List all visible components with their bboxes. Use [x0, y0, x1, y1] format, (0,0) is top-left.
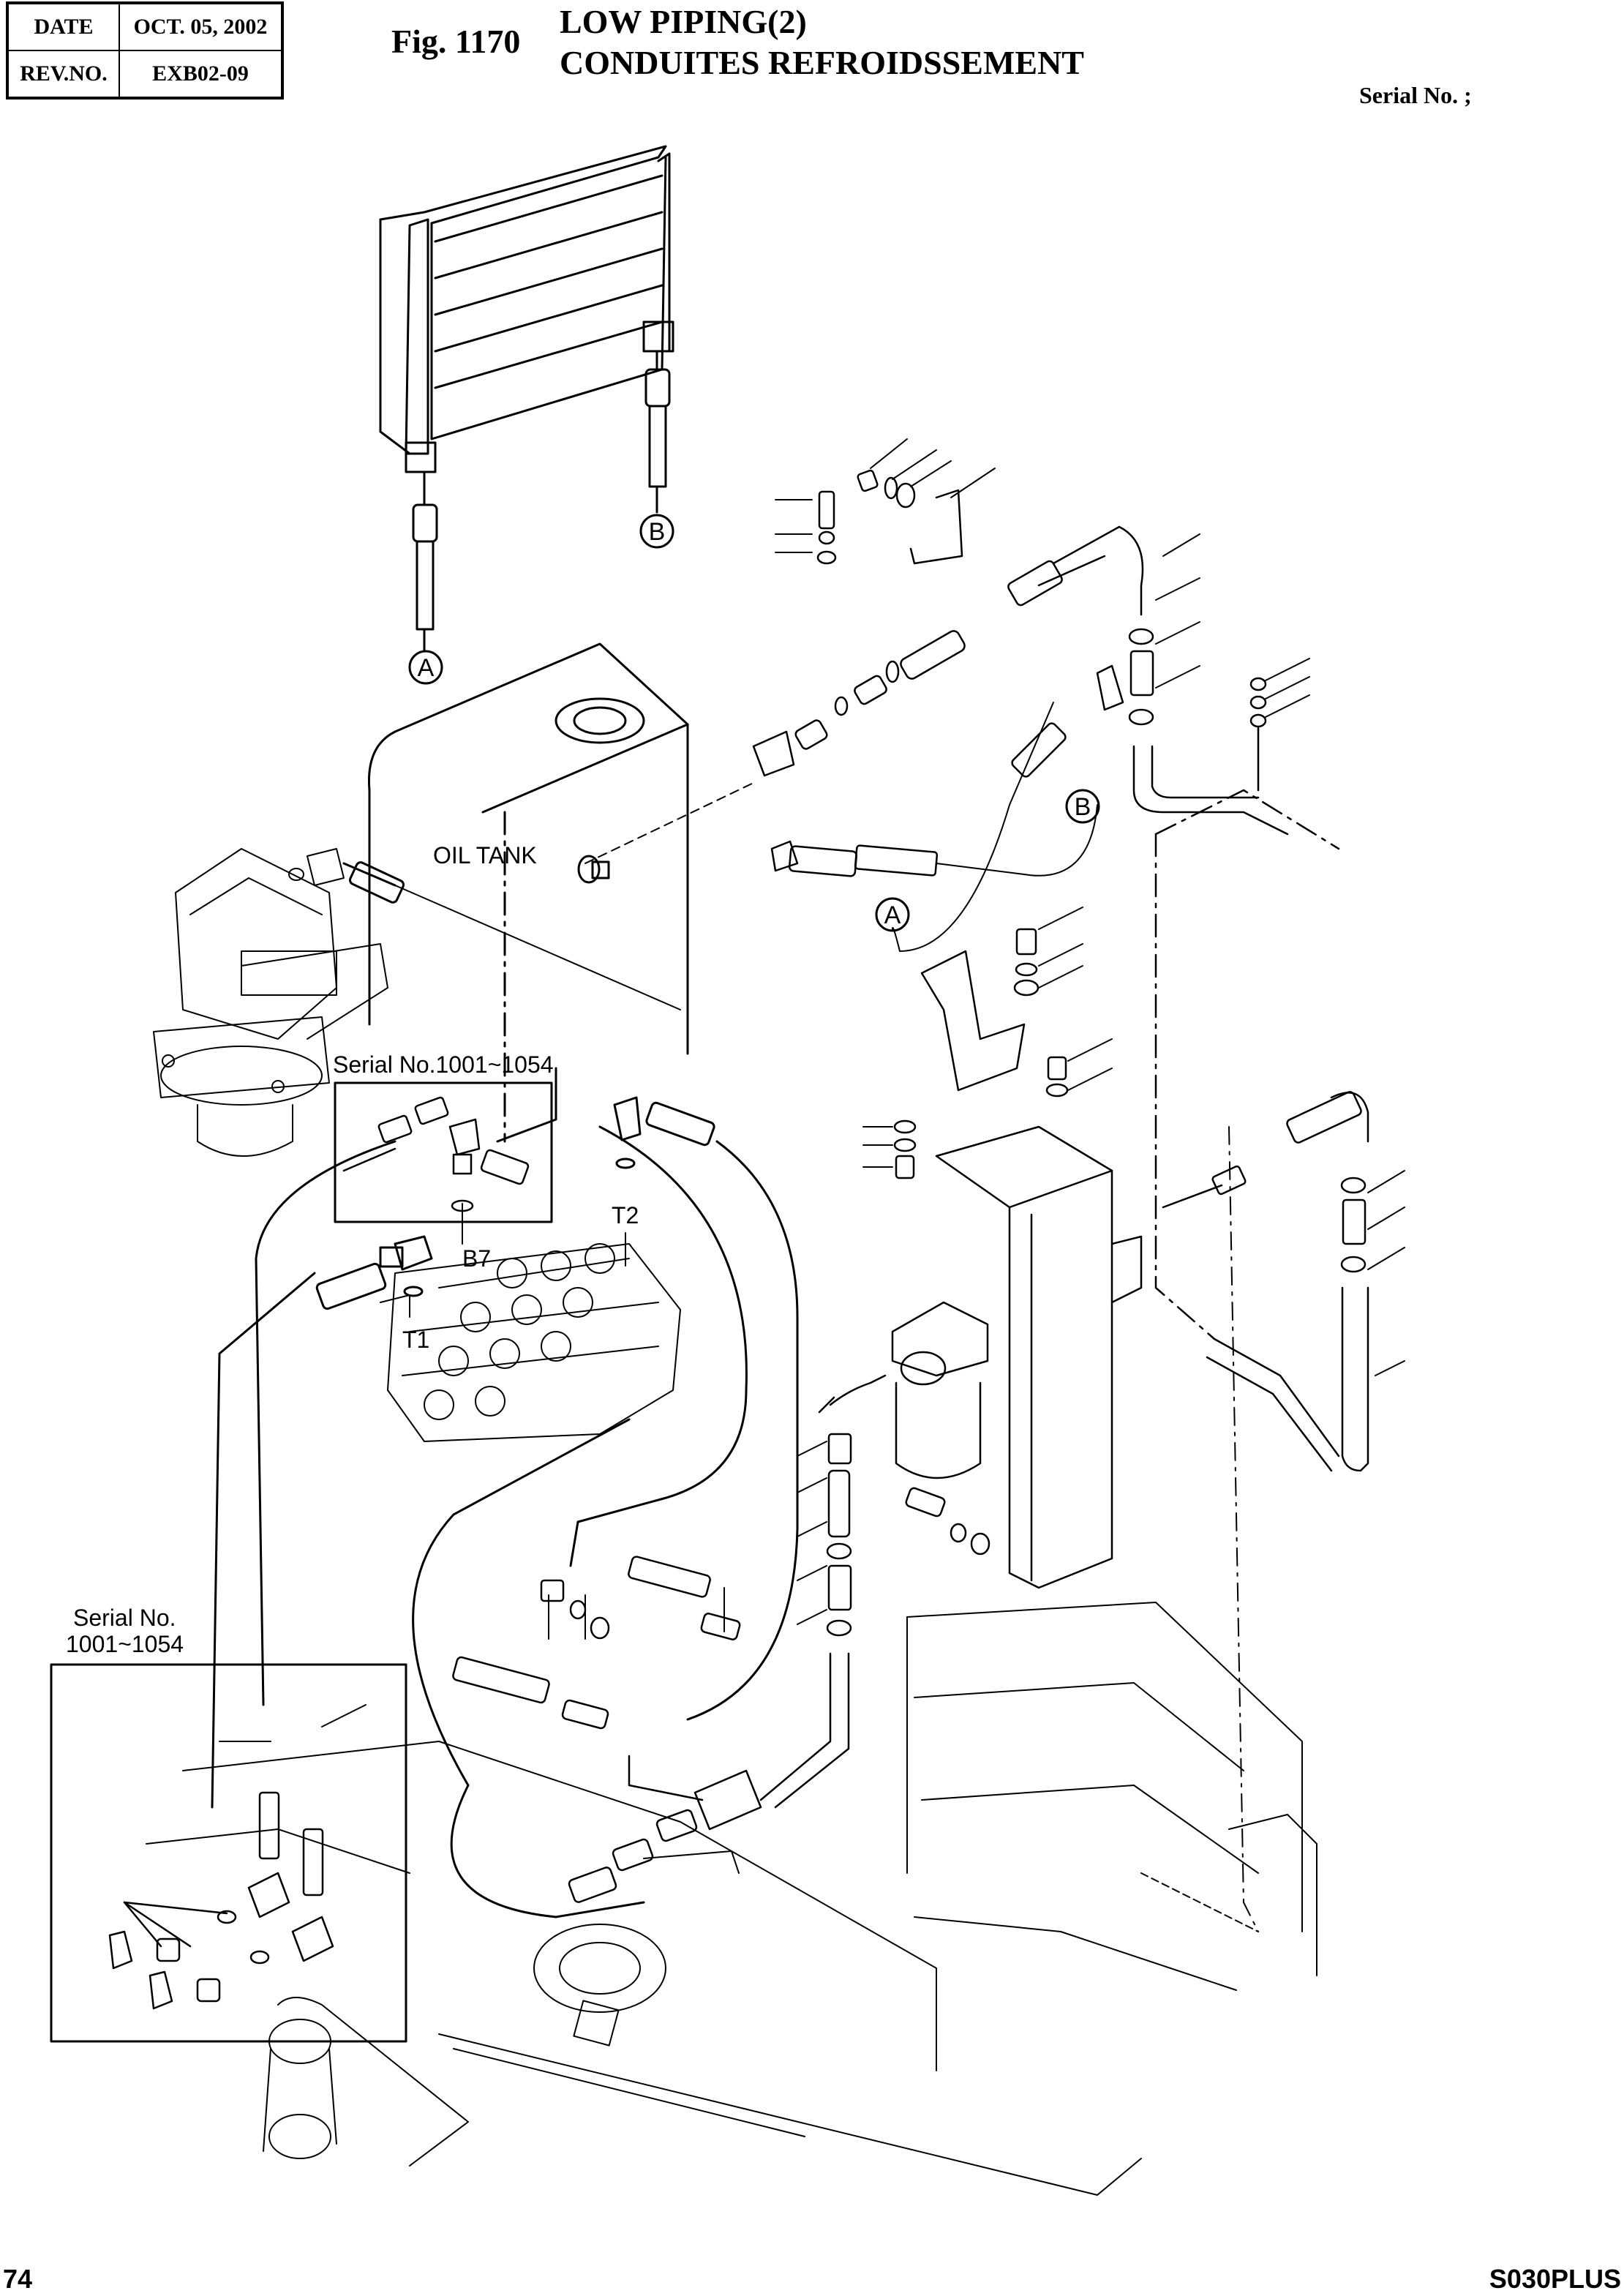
- serial-inset-box: [334, 1081, 553, 1223]
- page-number: 74: [3, 2264, 33, 2294]
- drain-plug: [577, 855, 610, 884]
- title-line-english: LOW PIPING(2): [560, 3, 807, 40]
- port-t1-label: T1: [402, 1327, 429, 1353]
- serial-bottom-box: [50, 1663, 407, 2043]
- lower-center-fittings: [452, 1556, 762, 1903]
- inset-fittings: [342, 1096, 530, 1212]
- bottom-inset-fittings: [108, 1791, 334, 2010]
- filter-bracket: [893, 928, 1143, 1589]
- rev-label: REV.NO.: [7, 50, 120, 99]
- revision-table: DATE OCT. 05, 2002 REV.NO. EXB02-09: [6, 1, 284, 100]
- port-t2-label: T2: [612, 1202, 639, 1228]
- title-line-french: CONDUITES REFROIDSSEMENT: [560, 44, 1084, 81]
- serial-bottom-label-line2: 1001~1054: [66, 1631, 184, 1657]
- serial-inset-label: Serial No.1001~1054: [333, 1051, 554, 1078]
- oil-cooler: [379, 145, 674, 653]
- page-title: LOW PIPING(2) CONDUITES REFROIDSSEMENT: [560, 1, 1084, 83]
- figure-number: Fig. 1170: [391, 23, 521, 60]
- callout-b-label: B: [649, 518, 666, 546]
- frame-structure: [146, 1741, 1142, 2196]
- cooler-return-pipe: [1154, 789, 1369, 1472]
- callout-b-top: B: [639, 514, 674, 549]
- callout-b-right: B: [1065, 789, 1100, 824]
- date-value: OCT. 05, 2002: [119, 2, 283, 51]
- control-valve: [380, 1243, 681, 1442]
- callout-a-top: A: [408, 650, 443, 685]
- oil-filter: [818, 1301, 989, 1479]
- date-label: DATE: [7, 2, 120, 51]
- callout-a-right-label: A: [884, 901, 901, 929]
- callout-b-right-label: B: [1075, 793, 1091, 821]
- oil-tank-label: OIL TANK: [433, 842, 537, 868]
- serial-bottom-label-line1: Serial No.: [73, 1605, 176, 1631]
- callout-a-right: A: [875, 897, 910, 932]
- model-name: S030PLUS: [1489, 2264, 1621, 2294]
- leader-lines: [219, 438, 1405, 1742]
- serial-number-label: Serial No. ;: [1359, 82, 1472, 108]
- return-pipe-parts: [759, 1433, 990, 1809]
- oil-tank: [367, 642, 689, 1143]
- port-b7-label: B7: [462, 1245, 491, 1272]
- callout-a-label: A: [418, 654, 435, 682]
- machine-frame: [906, 1126, 1317, 1991]
- swing-motor: [153, 848, 388, 1157]
- pipe-fittings-upper-right: [752, 469, 1289, 952]
- rev-value: EXB02-09: [119, 50, 283, 99]
